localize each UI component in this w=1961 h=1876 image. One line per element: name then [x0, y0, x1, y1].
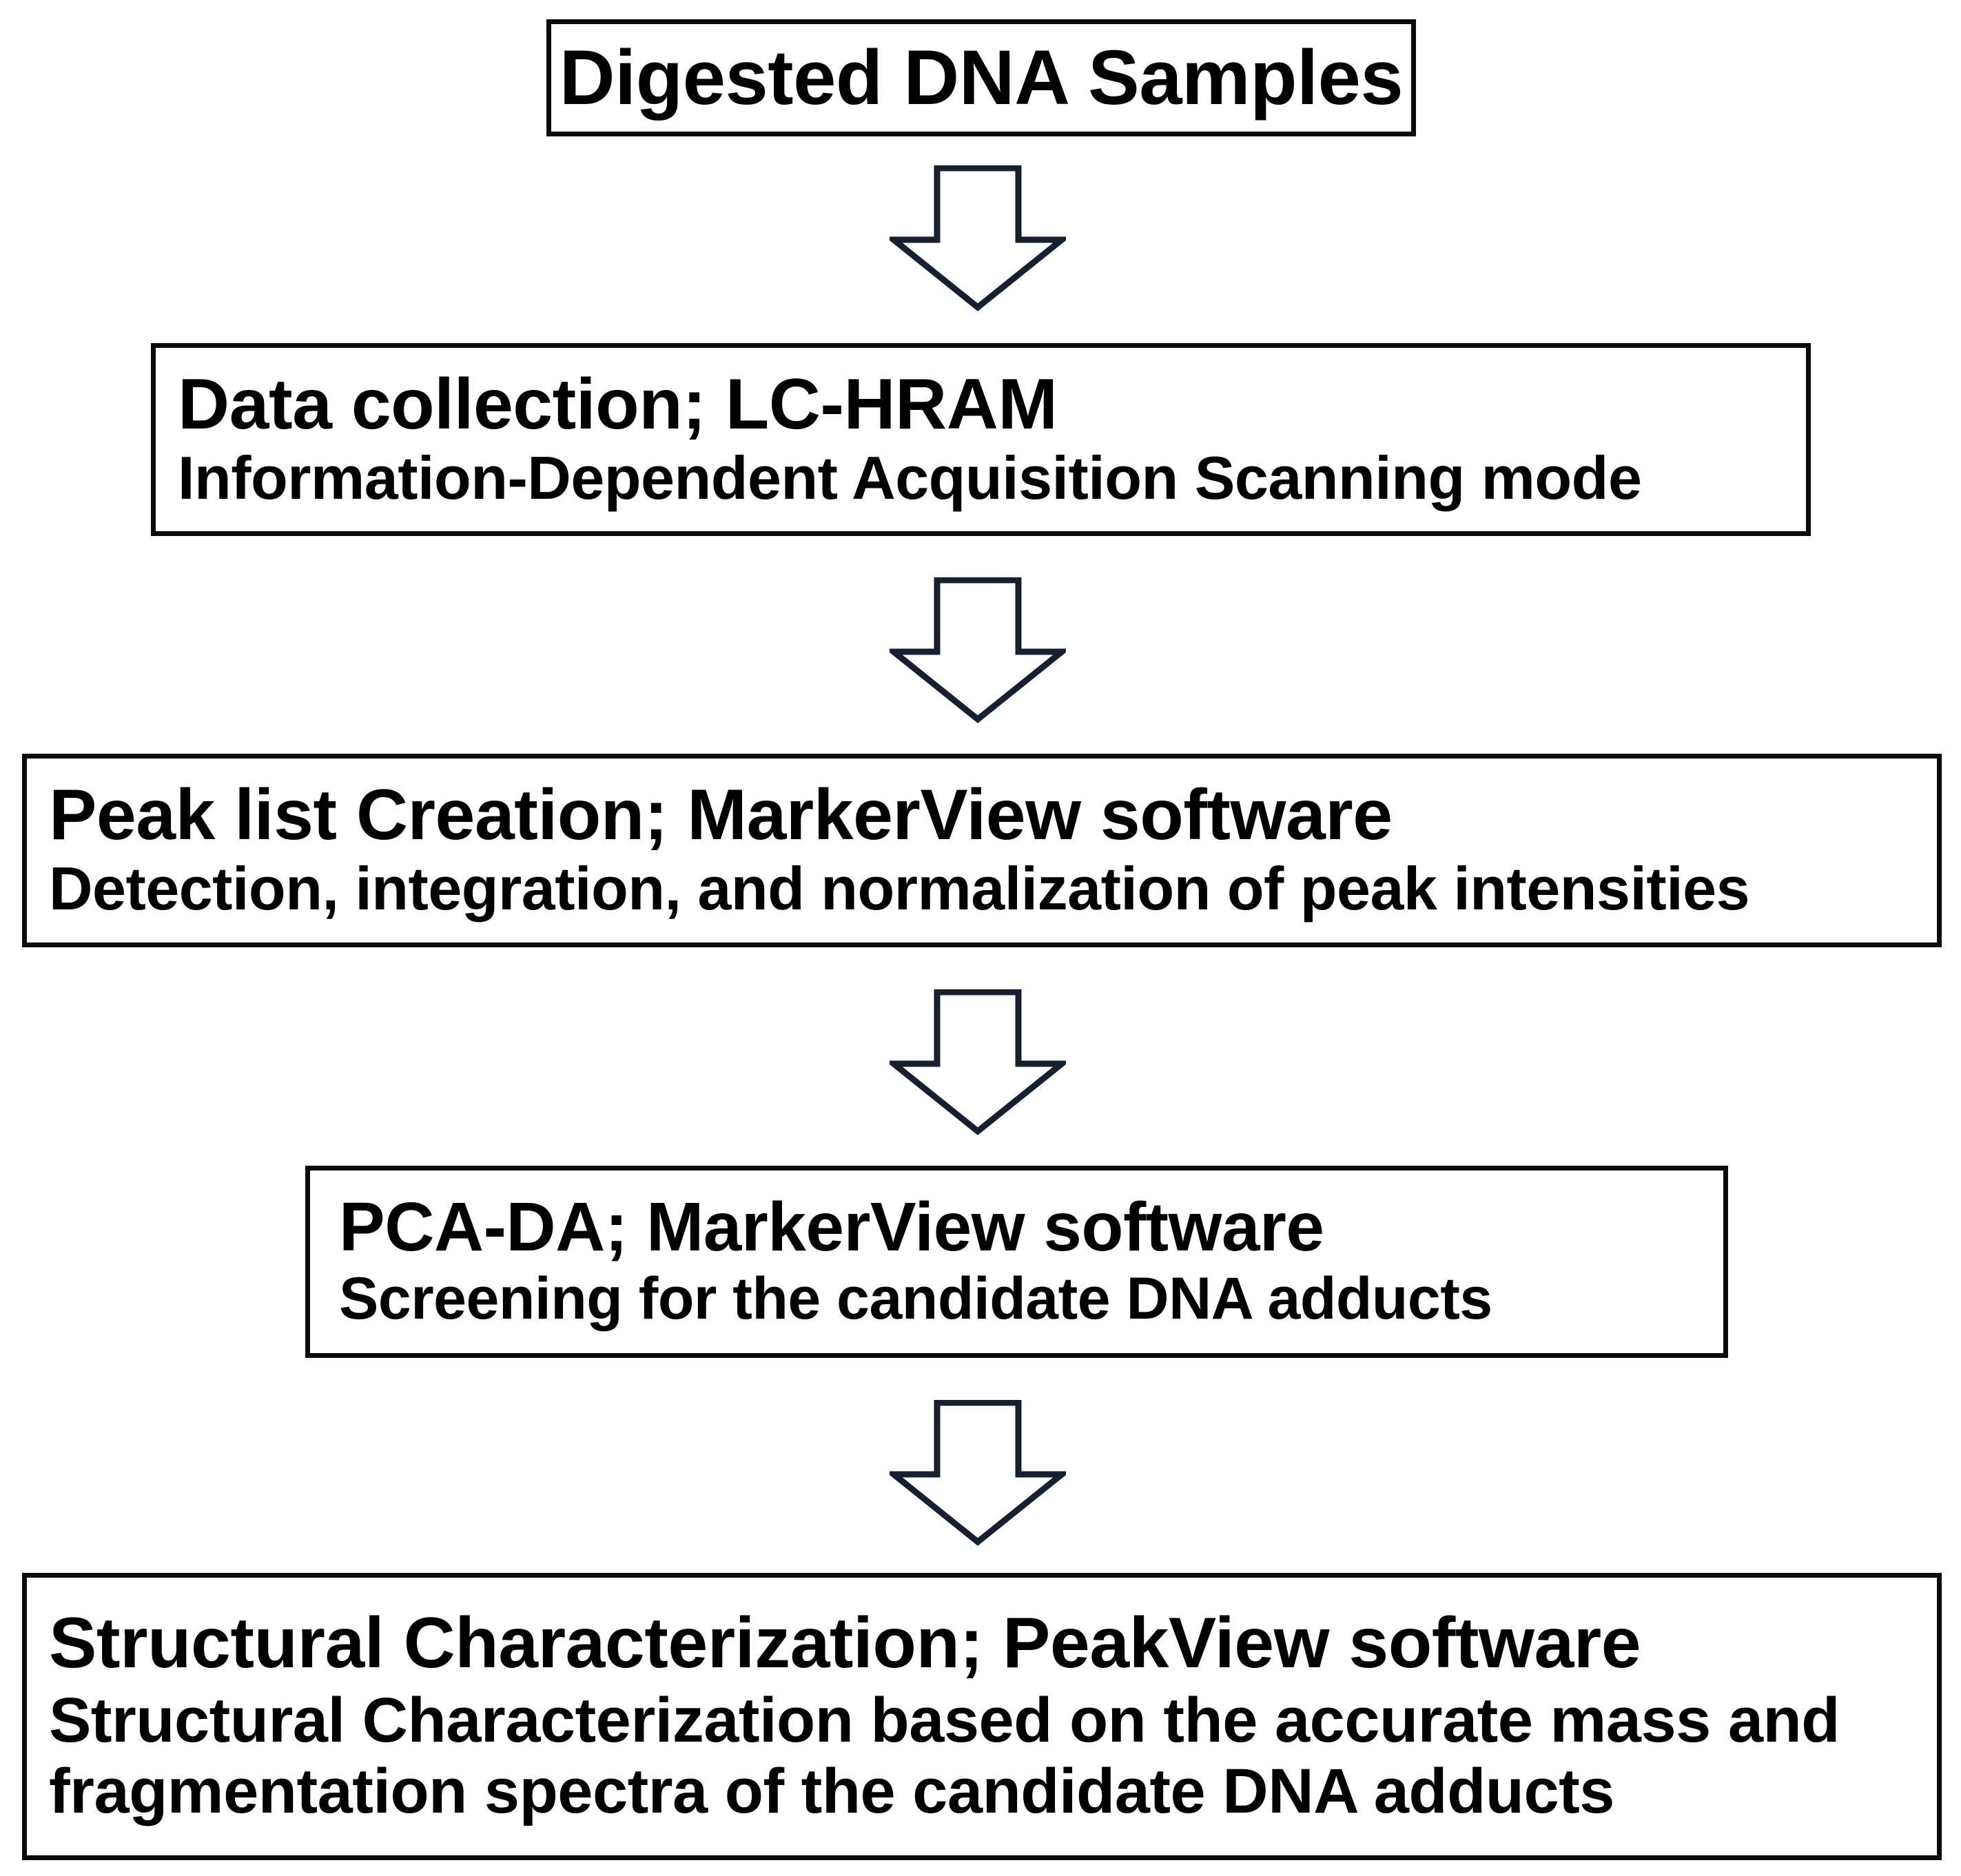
down-arrow-icon	[890, 1400, 1066, 1546]
flowchart-node-pca-da[interactable]: PCA-DA; MarkerView software Screening fo…	[305, 1166, 1728, 1358]
node-subtitle: Structural Characterization based on the…	[49, 1684, 1840, 1826]
flowchart-node-peak-list-creation[interactable]: Peak list Creation; MarkerView software …	[22, 754, 1942, 947]
node-title: Peak list Creation; MarkerView software	[49, 775, 1393, 856]
node-title: Structural Characterization; PeakView so…	[49, 1603, 1641, 1684]
node-subtitle: Detection, integration, and normalizatio…	[49, 854, 1750, 923]
flowchart-node-digested-dna-samples[interactable]: Digested DNA Samples	[546, 19, 1416, 136]
flowchart-node-structural-characterization[interactable]: Structural Characterization; PeakView so…	[22, 1573, 1942, 1860]
node-subtitle: Screening for the candidate DNA adducts	[339, 1266, 1492, 1332]
node-title: Digested DNA Samples	[559, 34, 1404, 121]
down-arrow-icon	[890, 989, 1066, 1135]
down-arrow-icon	[890, 577, 1066, 723]
down-arrow-icon	[890, 165, 1066, 311]
flowchart-node-data-collection[interactable]: Data collection; LC-HRAM Information-Dep…	[151, 343, 1811, 536]
node-title: Data collection; LC-HRAM	[178, 364, 1058, 444]
node-subtitle: Information-Dependent Acquisition Scanni…	[178, 443, 1642, 512]
node-title: PCA-DA; MarkerView software	[339, 1188, 1324, 1266]
